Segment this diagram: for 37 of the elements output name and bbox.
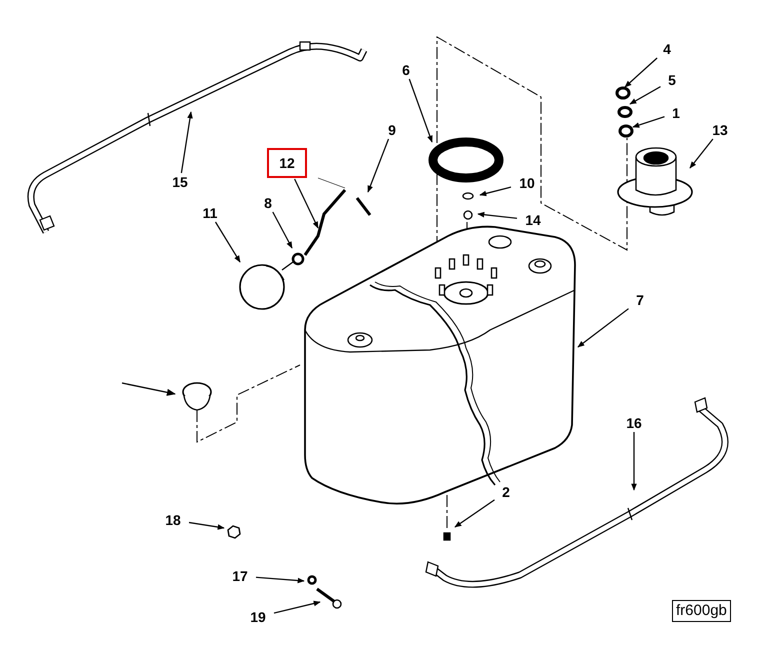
callout-number: 10 — [512, 175, 542, 191]
leader-arrow — [631, 432, 637, 491]
callout-number: 13 — [705, 122, 735, 138]
leader-arrow — [577, 308, 629, 348]
leader-arrow — [188, 522, 225, 530]
leader-arrow — [477, 212, 518, 219]
leader-arrow — [256, 576, 305, 584]
leader-arrow — [272, 212, 293, 249]
callout-number: 15 — [165, 174, 195, 190]
callout-number: 2 — [496, 484, 516, 500]
leader-arrow — [294, 178, 319, 229]
leader-arrow — [274, 600, 321, 614]
callout-number: 6 — [396, 62, 416, 78]
callout-number: 4 — [656, 41, 678, 57]
callout-number: 19 — [243, 609, 273, 625]
callout-number: 8 — [258, 195, 278, 211]
callout-number: 1 — [666, 105, 686, 121]
leader-arrow — [629, 86, 661, 105]
leader-arrow — [632, 116, 665, 128]
leader-arrow — [624, 58, 658, 88]
leader-arrow — [479, 186, 512, 196]
leader-arrow — [180, 111, 193, 174]
callout-number: 12 — [267, 148, 307, 178]
leader-arrow — [690, 138, 714, 169]
callout-number: 14 — [518, 212, 548, 228]
callout-number: 17 — [225, 568, 255, 584]
callout-number: 9 — [382, 122, 402, 138]
leader-arrow — [214, 222, 241, 263]
drawing-number: fr600gb — [672, 600, 731, 622]
leader-arrow — [454, 499, 495, 528]
callout-number: 11 — [195, 205, 225, 221]
callout-number: 5 — [662, 72, 682, 88]
leader-arrow — [367, 138, 390, 193]
leader-arrow — [408, 78, 433, 143]
callout-number: 7 — [630, 292, 650, 308]
callout-number: 16 — [619, 415, 649, 431]
callout-number: 18 — [158, 512, 188, 528]
